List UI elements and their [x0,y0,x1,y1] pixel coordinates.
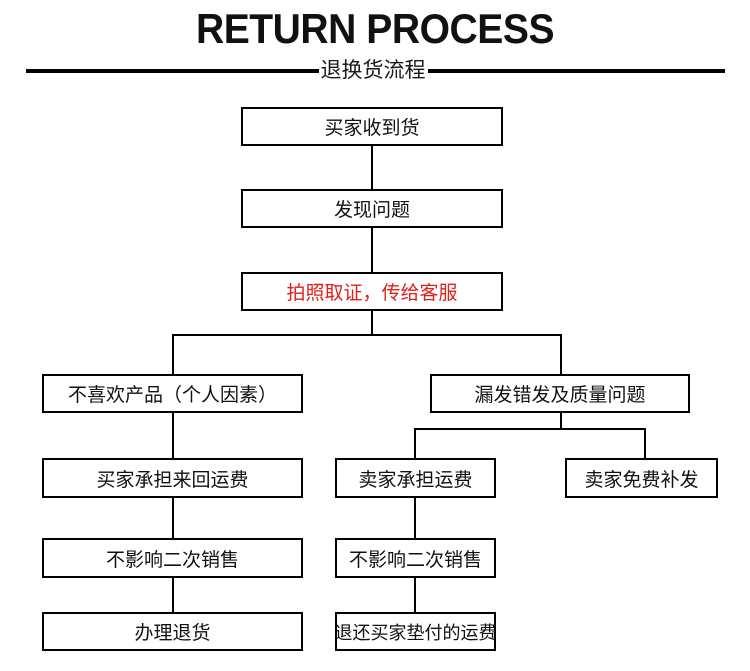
connector-photo-evidence-down [371,311,373,335]
connector-no-resale-right-to-refund-shipping [414,578,416,613]
page-title-english: RETURN PROCESS [195,5,555,52]
node-seller-free-resend[interactable]: 卖家免费补发 [565,458,718,498]
node-buyer-received[interactable]: 买家收到货 [241,107,503,146]
page-title-chinese: 退换货流程 [320,59,426,82]
node-process-return[interactable]: 办理退货 [42,612,303,651]
connector-buyer-pays-to-no-resale-left [172,498,174,539]
node-no-resale-impact-left[interactable]: 不影响二次销售 [42,538,303,578]
connector-seller-pays-to-no-resale-right [414,498,416,539]
node-photo-evidence[interactable]: 拍照取证，传给客服 [241,272,503,311]
connector-split2-left-drop [414,428,416,459]
node-seller-pays-shipping[interactable]: 卖家承担运费 [335,458,496,498]
connector-buyer-received-to-found-problem [371,146,373,190]
page-header: RETURN PROCESS 退换货流程 [0,0,750,95]
connector-split-horizontal-bottom [414,428,646,430]
connector-found-problem-to-photo-evidence [371,228,373,273]
node-refund-shipping[interactable]: 退还买家垫付的运费 [335,612,497,651]
node-no-resale-impact-right[interactable]: 不影响二次销售 [335,538,496,578]
header-rule-left [25,69,319,73]
connector-split2-right-drop [644,428,646,459]
header-rule-right [427,69,725,73]
node-dislike-product[interactable]: 不喜欢产品（个人因素） [42,374,303,413]
connector-split-horizontal-top [172,334,562,336]
connector-quality-down [560,413,562,429]
connector-split-right-drop [560,334,562,375]
connector-dislike-to-buyer-pays [172,413,174,459]
connector-split-left-drop [172,334,174,375]
connector-no-resale-left-to-process-return [172,578,174,613]
subtitle-row: 退换货流程 [0,56,750,86]
node-buyer-pays-shipping[interactable]: 买家承担来回运费 [42,458,303,498]
node-found-problem[interactable]: 发现问题 [241,189,503,228]
node-missing-wrong-quality[interactable]: 漏发错发及质量问题 [430,374,690,413]
